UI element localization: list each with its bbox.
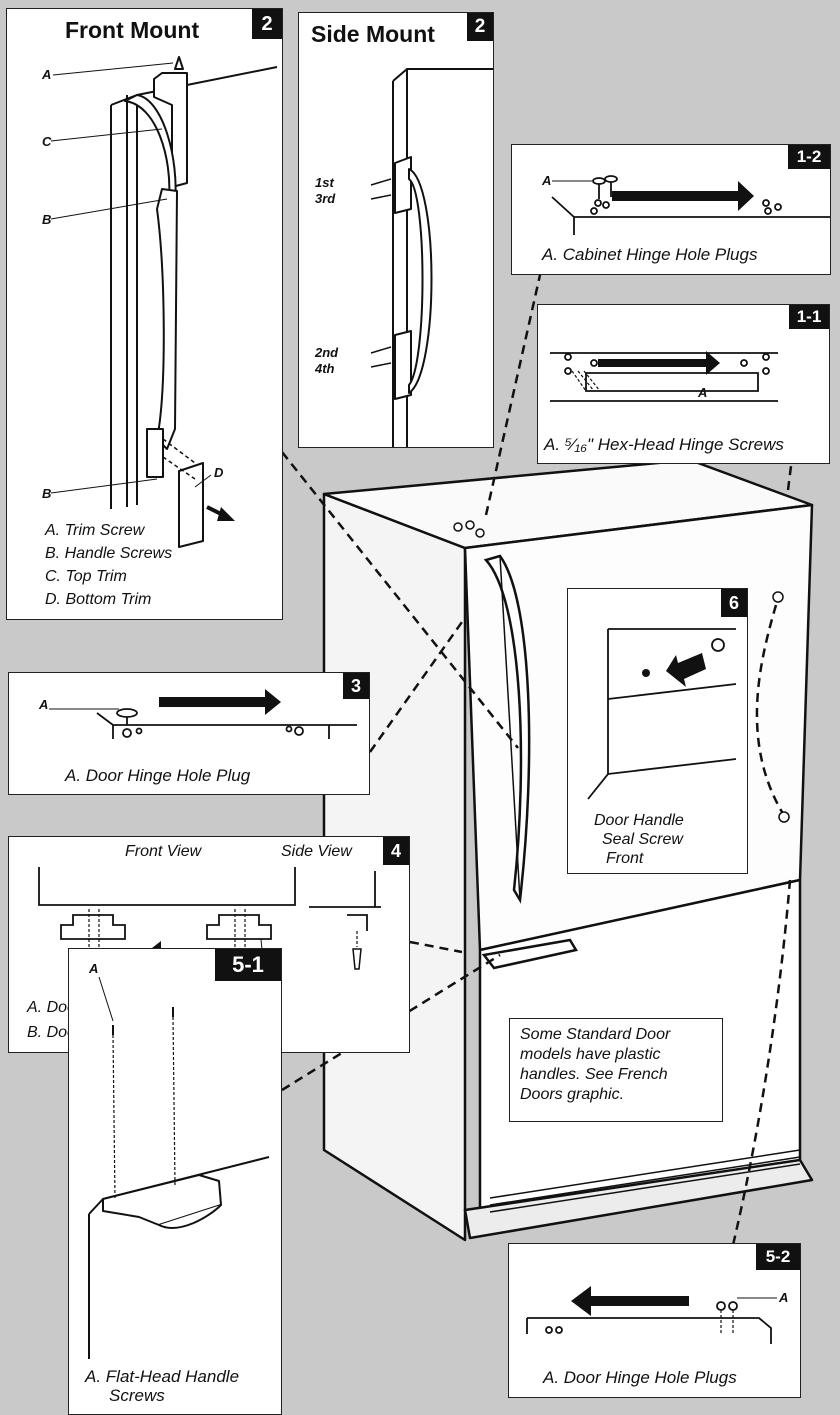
panel-3: 3 A A. Door Hinge Hole Plug: [8, 672, 370, 795]
panel-5-1-label-a: A: [89, 961, 99, 976]
panel-3-label-a: A: [39, 697, 49, 712]
panel-6-badge: 6: [721, 589, 747, 617]
caption-line: Screws: [109, 1386, 165, 1405]
flat-head-handle-drawing: [88, 976, 270, 1359]
front-mount-drawing: [50, 56, 278, 548]
caption-line: Front: [606, 850, 644, 867]
panel-5-1: 5-1 A A. Flat-Head Handle Screws: [68, 948, 282, 1415]
side-mount-label-4th: 4th: [315, 361, 335, 376]
front-mount-panel: Front Mount 2 A C B B D A. Trim Screw B.: [6, 8, 283, 620]
legend-item: C. Top Trim: [45, 568, 127, 585]
note-line: Doors graphic.: [520, 1086, 625, 1103]
panel-4-front-view: Front View: [125, 843, 202, 860]
caption-line: A. Flat-Head Handle: [85, 1367, 240, 1386]
panel-1-1-badge: 1-1: [789, 305, 829, 329]
panel-5-2-badge: 5-2: [756, 1244, 800, 1270]
legend-item: B. Handle Screws: [45, 545, 173, 562]
side-mount-panel: Side Mount 2 1st 3rd 2nd 4th: [298, 12, 494, 448]
front-mount-legend: A. Trim Screw B. Handle Screws C. Top Tr…: [45, 519, 172, 611]
panel-3-caption: A. Door Hinge Hole Plug: [65, 766, 251, 785]
front-mount-title: Front Mount: [65, 17, 200, 43]
panel-1-2-caption: A. Cabinet Hinge Hole Plugs: [542, 245, 758, 264]
note-line: handles. See French: [520, 1066, 668, 1083]
panel-5-1-caption: A. Flat-Head Handle Screws: [85, 1367, 239, 1405]
caption-line: Seal Screw: [602, 831, 683, 848]
panel-1-1-caption: A. ⁵⁄₁₆" Hex-Head Hinge Screws: [544, 435, 784, 454]
legend-item: A. Trim Screw: [45, 522, 145, 539]
side-mount-drawing: [370, 68, 493, 447]
caption-line: Door Handle: [594, 812, 684, 829]
front-mount-label-d: D: [214, 465, 224, 480]
panel-5-2: 5-2 A A. Door Hinge Hole Plugs: [508, 1243, 801, 1398]
legend-item: D. Bottom Trim: [45, 591, 152, 608]
panel-1-2-label-a: A: [542, 173, 552, 188]
side-mount-label-2nd: 2nd: [315, 345, 339, 360]
side-mount-label-1st: 1st: [315, 175, 334, 190]
note-line: models have plastic: [520, 1046, 661, 1063]
front-mount-label-c: C: [42, 134, 52, 149]
front-mount-label-b-top: B: [42, 212, 52, 227]
side-mount-title: Side Mount: [311, 21, 435, 47]
panel-1-1: 1-1 A A. ⁵⁄₁₆" Hex-Head Hinge Screws: [537, 304, 830, 464]
front-mount-badge: 2: [252, 9, 282, 39]
panel-6-caption: Door Handle Seal Screw Front: [594, 811, 684, 868]
cabinet-hinge-plug-drawing: [551, 175, 830, 235]
panel-5-1-badge: 5-1: [215, 949, 281, 981]
side-mount-label-3rd: 3rd: [315, 191, 336, 206]
panel-1-1-label-a: A: [698, 385, 708, 400]
side-mount-badge: 2: [467, 13, 493, 41]
door-hinge-plugs-drawing: [526, 1286, 777, 1344]
panel-4-badge: 4: [383, 837, 409, 865]
panel-4-side-view: Side View: [281, 843, 352, 860]
panel-3-badge: 3: [343, 673, 369, 699]
front-mount-label-a: A: [42, 67, 52, 82]
seal-screw-drawing: [587, 628, 737, 800]
front-mount-label-b-bottom: B: [42, 486, 52, 501]
panel-5-2-label-a: A: [779, 1290, 789, 1305]
door-hinge-plug-drawing: [49, 689, 357, 739]
panel-1-2-badge: 1-2: [788, 145, 830, 169]
standard-door-note: Some Standard Door models have plastic h…: [509, 1018, 723, 1122]
panel-6: 6 Door Handle Seal Screw Front: [567, 588, 748, 874]
panel-5-2-caption: A. Door Hinge Hole Plugs: [543, 1368, 737, 1387]
note-line: Some Standard Door: [520, 1026, 671, 1043]
door-stop-drawing: [38, 867, 381, 984]
hinge-screws-drawing: [550, 351, 778, 402]
panel-1-2: 1-2 A A. Cabinet Hinge Hole Plugs: [511, 144, 831, 275]
